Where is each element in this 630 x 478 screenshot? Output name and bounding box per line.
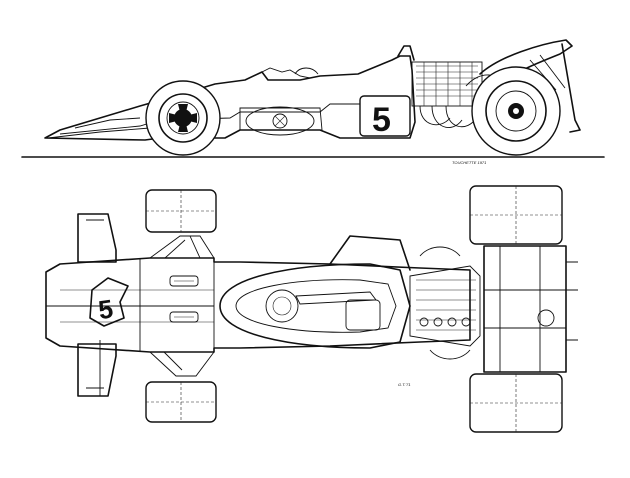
plan-view: 5 xyxy=(45,185,578,433)
front-wheel-side xyxy=(145,80,221,156)
front-suspension-top xyxy=(149,235,215,259)
side-vent-top xyxy=(169,275,199,287)
rear-wheel-side xyxy=(471,66,561,156)
roll-hoop xyxy=(397,45,415,61)
front-suspension-bottom xyxy=(149,351,215,377)
engine-plan xyxy=(409,246,481,360)
front-wing-bottom xyxy=(77,343,117,397)
airbox-fin xyxy=(329,235,411,271)
steering-wheel xyxy=(265,289,299,323)
car-number-plan: 5 xyxy=(96,293,115,325)
artist-signature-side: TOUCHETTE 1971 xyxy=(452,160,486,165)
cockpit-cowl xyxy=(219,263,411,349)
nose-number-shape xyxy=(89,277,129,327)
artist-signature-plan: G.T.'71 xyxy=(398,382,411,387)
side-vent-bottom xyxy=(169,311,199,323)
front-wing-top xyxy=(77,213,117,263)
gearbox xyxy=(483,245,567,373)
number-panel xyxy=(359,95,411,137)
windscreen xyxy=(261,67,311,79)
badge-oval xyxy=(245,106,315,136)
car-number-side: 5 xyxy=(372,101,391,139)
badge-emblem xyxy=(272,113,288,129)
side-view: 5 xyxy=(21,39,605,165)
